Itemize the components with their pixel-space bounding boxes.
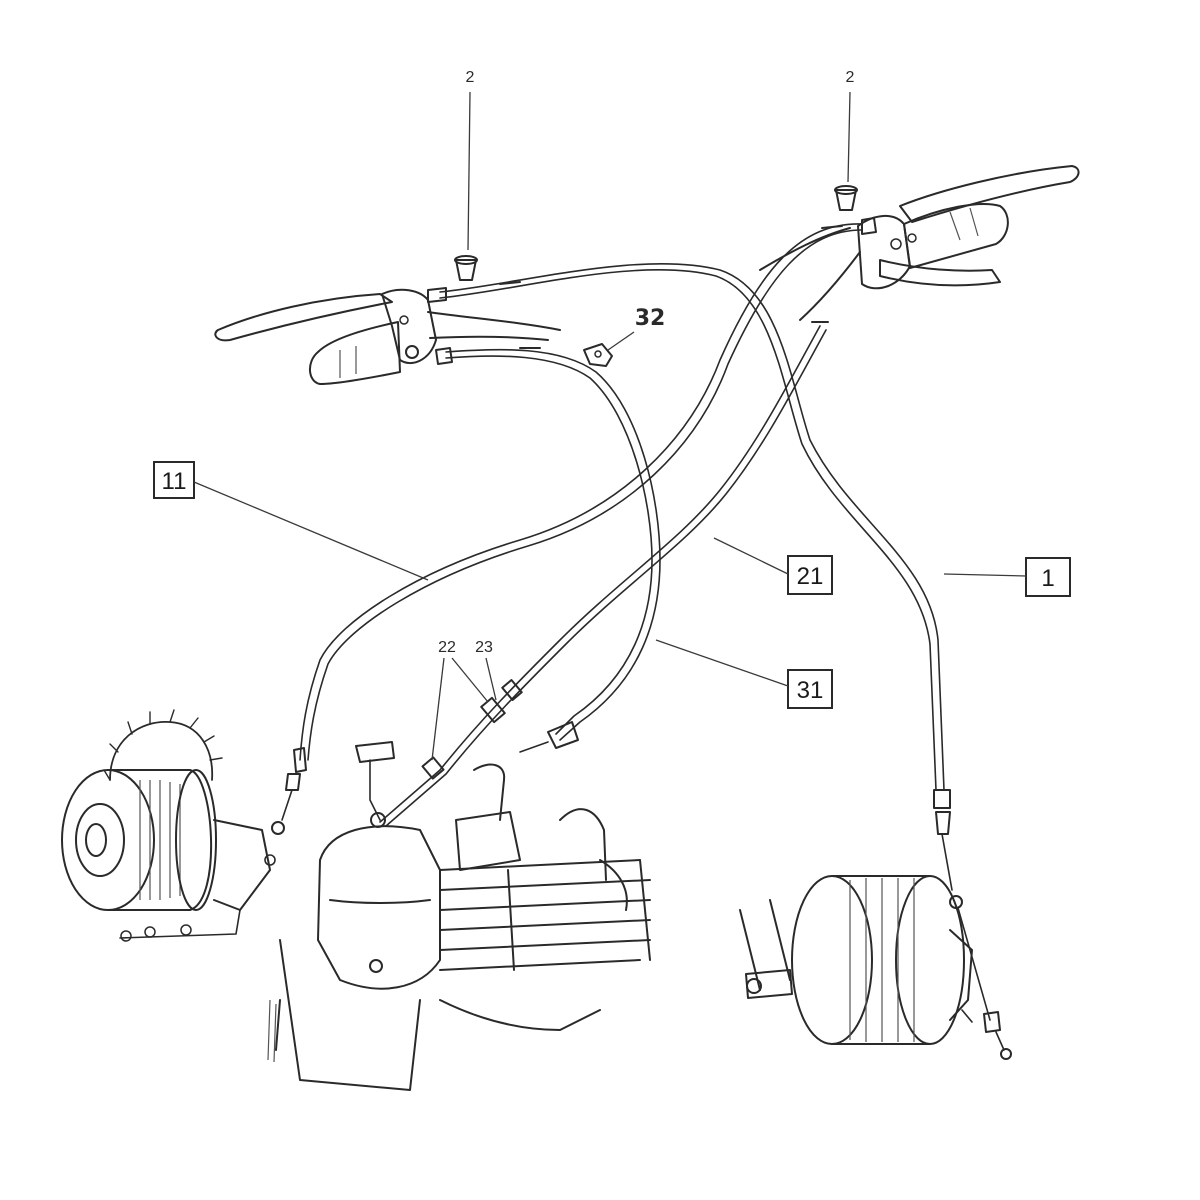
label-box-1: 1 (943, 557, 1071, 597)
svg-text:11: 11 (162, 468, 187, 495)
callout-2-right: 2 (846, 69, 855, 183)
svg-text:23: 23 (475, 639, 493, 656)
cable-11 (299, 217, 877, 761)
cable-1 (427, 263, 945, 791)
grip-cap-left (454, 255, 478, 281)
callout-32: 32 (607, 306, 666, 351)
svg-text:32: 32 (635, 306, 666, 331)
adjuster-23 (480, 679, 523, 724)
cable-31 (435, 347, 661, 753)
svg-text:22: 22 (438, 639, 456, 656)
svg-text:2: 2 (846, 69, 855, 86)
svg-text:31: 31 (797, 677, 824, 704)
rear-hub (61, 709, 307, 942)
svg-text:2: 2 (466, 69, 475, 86)
label-box-21: 21 (713, 537, 833, 595)
callout-2-left: 2 (466, 69, 475, 251)
label-box-11: 11 (153, 461, 429, 581)
svg-text:21: 21 (797, 563, 824, 590)
engine (267, 741, 651, 1091)
cable-clip (583, 343, 613, 367)
front-hub (739, 789, 1012, 1060)
grip-cap-right (834, 185, 858, 211)
handlebar (214, 165, 1080, 385)
cable-21 (379, 321, 829, 827)
svg-text:1: 1 (1041, 565, 1054, 592)
adjuster-22 (421, 756, 445, 780)
label-box-31: 31 (655, 639, 833, 709)
callout-22-23: 22 23 (431, 639, 497, 761)
